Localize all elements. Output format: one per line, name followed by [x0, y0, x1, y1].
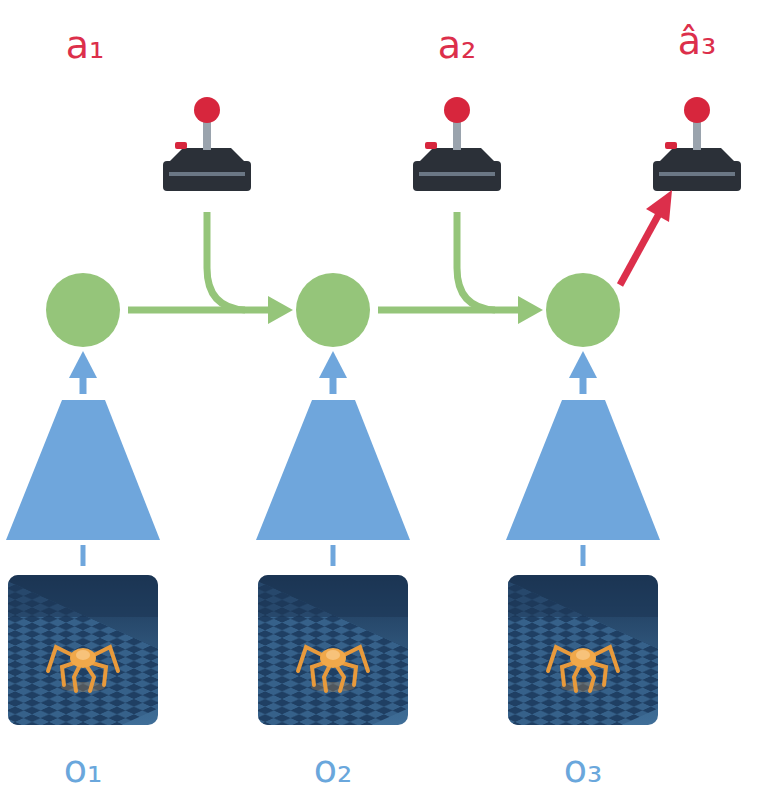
joystick-icon — [163, 97, 251, 191]
observation-label: o₁ — [64, 749, 102, 791]
observation-image — [0, 551, 224, 806]
prediction-arrow — [620, 190, 672, 285]
joystick-icon — [413, 97, 501, 191]
joystick-icon — [653, 97, 741, 191]
action-label: a₂ — [438, 25, 477, 67]
observation-label: o₂ — [314, 749, 352, 791]
predicted-action-label: â₃ — [678, 21, 717, 63]
observation-image — [159, 551, 725, 806]
observation-label: o₃ — [564, 749, 602, 791]
encoder-arrow — [69, 351, 597, 566]
state-circle — [46, 273, 620, 347]
action-label: a₁ — [66, 25, 105, 67]
encoder-trapezoid — [6, 400, 660, 540]
observation-image — [0, 551, 474, 806]
